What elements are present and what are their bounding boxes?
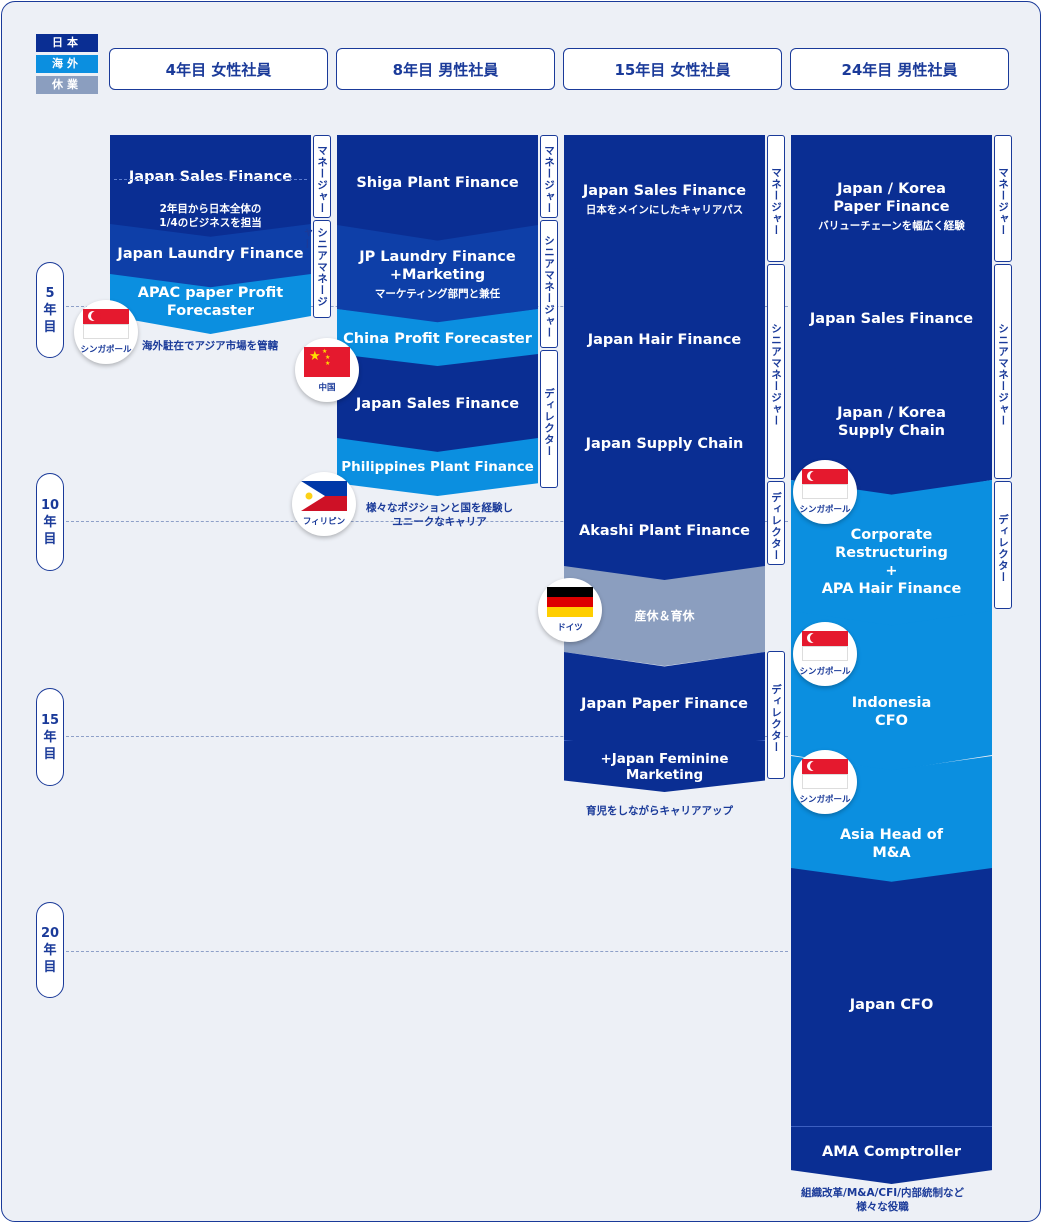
- col3-paper-finance-block: Japan Paper Finance: [564, 652, 765, 756]
- singapore-flag-icon: [83, 309, 129, 339]
- col4-singapore-bubble-1: シンガポール: [793, 460, 857, 524]
- col2-jp-laundry-block: JP Laundry Finance +Marketing マーケティング部門と…: [337, 225, 538, 323]
- column-header-2: 8年目 男性社員: [336, 48, 555, 90]
- col4-role-director: ディレクター: [994, 481, 1012, 609]
- germany-flag-icon: [547, 587, 593, 617]
- column-header-1: 4年目 女性社員: [109, 48, 328, 90]
- col3-role-senior-manager: シニアマネージャー: [767, 264, 785, 479]
- col4-ama-comptroller-block: AMA Comptroller: [791, 1126, 992, 1184]
- col2-philippines-bubble: フィリピン: [292, 472, 356, 536]
- col2-role-director: ディレクター: [540, 350, 558, 488]
- col4-note: 組織改革/M&A/CFI/内部統制など 様々な役職: [801, 1187, 965, 1213]
- year-10-line: [66, 521, 788, 522]
- col2-note: 様々なポジションと国を経験し ユニークなキャリア: [366, 502, 513, 528]
- col3-note: 育児をしながらキャリアアップ: [586, 805, 733, 817]
- singapore-flag-icon: [802, 469, 848, 499]
- col2-japan-sales-block: Japan Sales Finance: [337, 354, 538, 454]
- col4-singapore-bubble-2: シンガポール: [793, 622, 857, 686]
- legend-overseas: 海外: [36, 55, 98, 73]
- col1-role-senior-manager: シニアマネージャー: [301, 220, 331, 318]
- year-15-line: [66, 736, 788, 737]
- col3-role-manager: マネージャー: [767, 135, 785, 262]
- col1-flag-bubble: シンガポール: [74, 300, 138, 364]
- col3-role-director-2: ディレクター: [767, 651, 785, 779]
- col4-restructuring-block: Corporate Restructuring + APA Hair Finan…: [791, 480, 992, 626]
- col4-singapore-bubble-3: シンガポール: [793, 750, 857, 814]
- col4-japan-sales-block: Japan Sales Finance: [791, 267, 992, 371]
- col4-japan-cfo-block: Japan CFO: [791, 868, 992, 1142]
- col3-germany-bubble: ドイツ: [538, 578, 602, 642]
- col3-japan-hair-block: Japan Hair Finance: [564, 267, 765, 412]
- col3-role-director-1: ディレクター: [767, 481, 785, 565]
- col2-shiga-plant-block: Shiga Plant Finance: [337, 135, 538, 241]
- legend-leave: 休業: [36, 76, 98, 94]
- col4-role-senior-manager: シニアマネージャー: [994, 264, 1012, 479]
- col1-note: 海外駐在でアジア市場を管轄: [142, 340, 279, 352]
- col3-supply-chain-block: Japan Supply Chain: [564, 396, 765, 496]
- col2-china-bubble: ★ ★ ★ ★ 中国: [295, 338, 359, 402]
- column-header-4: 24年目 男性社員: [790, 48, 1009, 90]
- china-flag-icon: ★ ★ ★ ★: [304, 347, 350, 377]
- col1-japan-sales-finance-block: Japan Sales Finance 2年目から日本全体の 1/4のビジネスを…: [110, 135, 311, 241]
- col1-role-manager: マネージャー: [313, 135, 331, 218]
- singapore-flag-icon: [802, 759, 848, 789]
- year-20-line: [66, 951, 788, 952]
- singapore-flag-icon: [802, 631, 848, 661]
- philippines-flag-icon: [301, 481, 347, 511]
- col4-paper-finance-block: Japan / Korea Paper Finance バリューチェーンを幅広く…: [791, 135, 992, 283]
- col4-role-manager: マネージャー: [994, 135, 1012, 262]
- col2-role-senior-manager: シニアマネージャー: [540, 220, 558, 348]
- col2-role-manager: マネージャー: [540, 135, 558, 218]
- column-header-3: 15年目 女性社員: [563, 48, 782, 90]
- col3-japan-sales-block: Japan Sales Finance 日本をメインにしたキャリアパス: [564, 135, 765, 283]
- legend-japan: 日本: [36, 34, 98, 52]
- col3-akashi-block: Akashi Plant Finance: [564, 481, 765, 581]
